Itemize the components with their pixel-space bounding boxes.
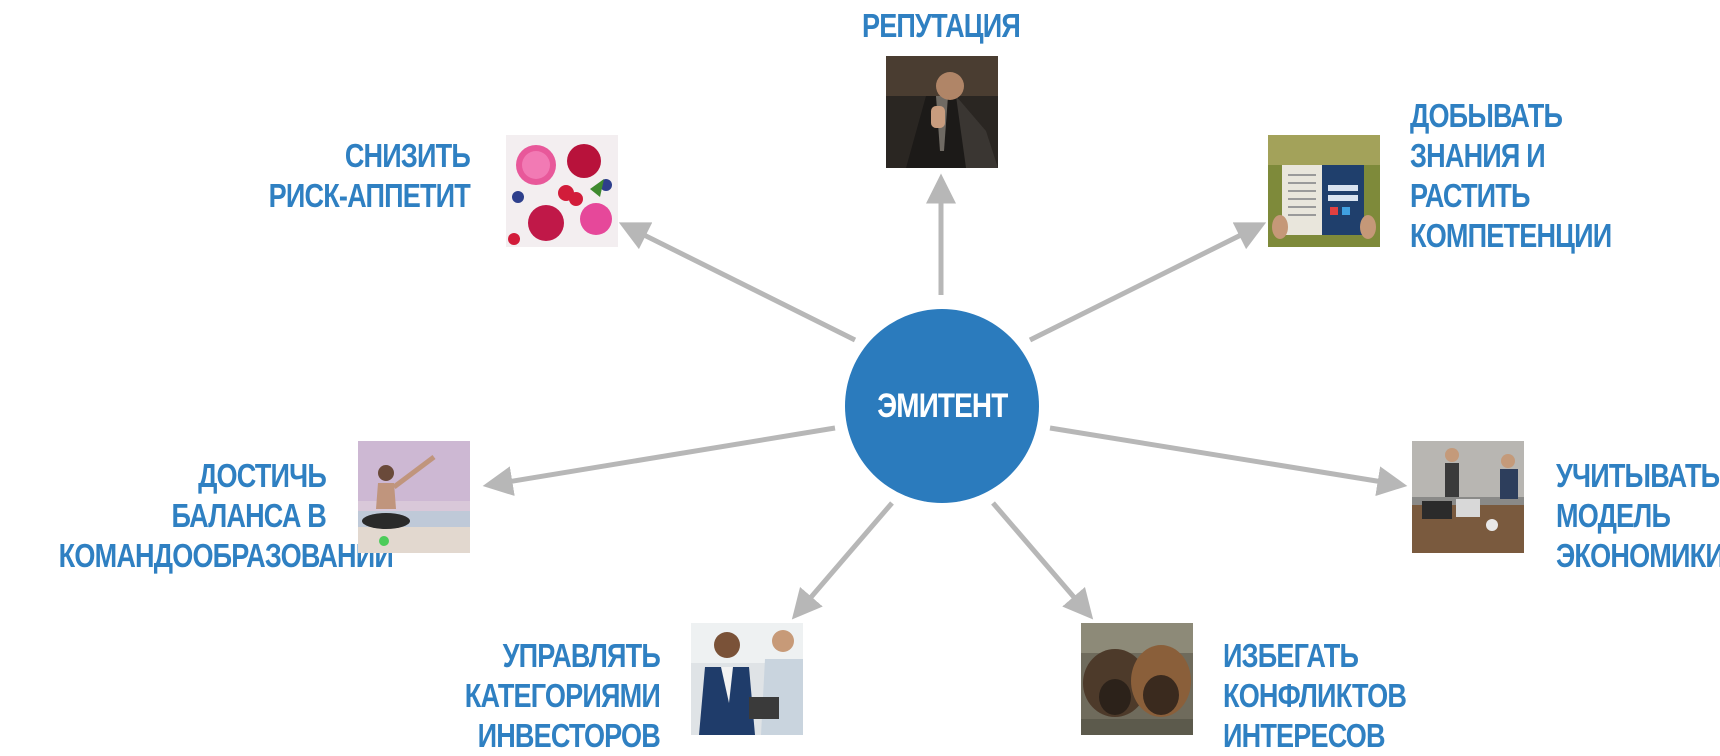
node-label-reputation: РЕПУТАЦИЯ [861, 7, 1021, 44]
yoga-woman-beach-photo [358, 441, 470, 553]
node-label-economy: УЧИТЫВАТЬ МОДЕЛЬ ЭКОНОМИКИ [1556, 457, 1720, 574]
arrow-to-economy [1049, 425, 1408, 497]
center-node-issuer: ЭМИТЕНТ [845, 309, 1039, 503]
node-label-risk: СНИЗИТЬ РИСК-АППЕТИТ [268, 137, 471, 214]
node-label-knowledge: ДОБЫВАТЬ ЗНАНИЯ И РАСТИТЬ КОМПЕТЕНЦИИ [1410, 97, 1612, 254]
digital-marketing-book-photo [1268, 135, 1380, 247]
arrow-to-investors [791, 501, 894, 620]
businessmen-laptop-photo [691, 623, 803, 735]
bison-photo [1081, 623, 1193, 735]
center-node-label: ЭМИТЕНТ [876, 386, 1008, 425]
businessman-tie-photo [886, 56, 998, 168]
arrow-to-risk [618, 222, 857, 343]
node-label-investors: УПРАВЛЯТЬ КАТЕГОРИЯМИ ИНВЕСТОРОВ [464, 637, 661, 754]
arrow-to-knowledge [1028, 222, 1267, 343]
arrow-to-balance [482, 425, 836, 496]
office-meeting-photo [1412, 441, 1524, 553]
node-label-conflicts: ИЗБЕГАТЬ КОНФЛИКТОВ ИНТЕРЕСОВ [1223, 637, 1407, 754]
node-label-balance: ДОСТИЧЬ БАЛАНСА В КОМАНДООБРАЗОВАНИИ [58, 457, 394, 574]
arrow-to-conflicts [991, 501, 1094, 620]
berry-smoothies-photo [506, 135, 618, 247]
